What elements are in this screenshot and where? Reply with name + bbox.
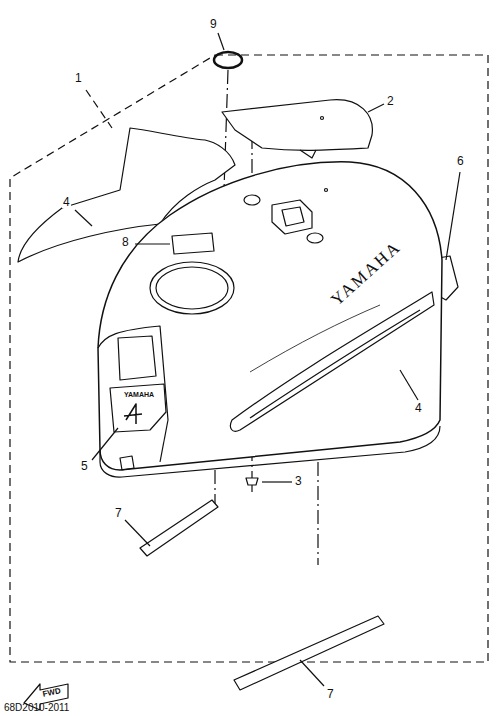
assembly-frame (10, 55, 488, 662)
screw-part (246, 478, 258, 492)
handle-recess (282, 207, 304, 226)
hole (325, 189, 328, 192)
leader-line (262, 481, 292, 482)
handle-recess (272, 200, 312, 234)
callout-number: 6 (456, 155, 465, 167)
boss (307, 233, 323, 243)
callout-number: 4 (414, 402, 423, 414)
leader-line (400, 370, 418, 400)
leader-line (125, 520, 150, 546)
callout-number: 7 (326, 688, 335, 700)
crease-line (250, 305, 380, 372)
callout-number: 5 (80, 460, 89, 472)
cover-tab (300, 150, 316, 158)
callout-number: 3 (294, 475, 303, 487)
callout-number: 1 (74, 72, 83, 84)
ring-part (214, 52, 242, 68)
callout-number: 4 (62, 196, 71, 208)
leader-line (92, 428, 118, 460)
axis-line (317, 462, 318, 565)
leader-line (75, 210, 92, 226)
strip-part (234, 616, 384, 690)
cap-opening (150, 262, 234, 314)
cowling-body (98, 162, 442, 470)
axis-line (214, 470, 215, 505)
leader-line (86, 90, 112, 128)
emblem-logo (124, 404, 142, 424)
callout-number: 8 (121, 236, 130, 248)
callout-number: 7 (114, 507, 123, 519)
cover-part (222, 100, 372, 151)
stripe-part (230, 292, 434, 431)
cowling-lip (100, 426, 440, 477)
emblem-part (110, 384, 166, 432)
leader-line (300, 660, 324, 686)
leader-line (446, 172, 460, 260)
callout-number: 2 (386, 95, 395, 107)
drawing-number: 68D2010-2011 (4, 703, 69, 713)
leader-line (218, 33, 224, 50)
cover-hole (321, 117, 324, 120)
boss (244, 195, 260, 205)
cowling-front-edge (160, 420, 168, 462)
callout-number: 9 (209, 18, 218, 30)
stripe-line (250, 310, 420, 418)
leader-line (135, 243, 170, 244)
decal-part (172, 233, 214, 254)
cap-opening (156, 267, 228, 309)
front-window (118, 336, 156, 380)
brand-lettering: YAMAHA (124, 391, 154, 398)
latch (120, 456, 134, 470)
leader-line (368, 104, 384, 112)
strip-part (140, 500, 218, 556)
